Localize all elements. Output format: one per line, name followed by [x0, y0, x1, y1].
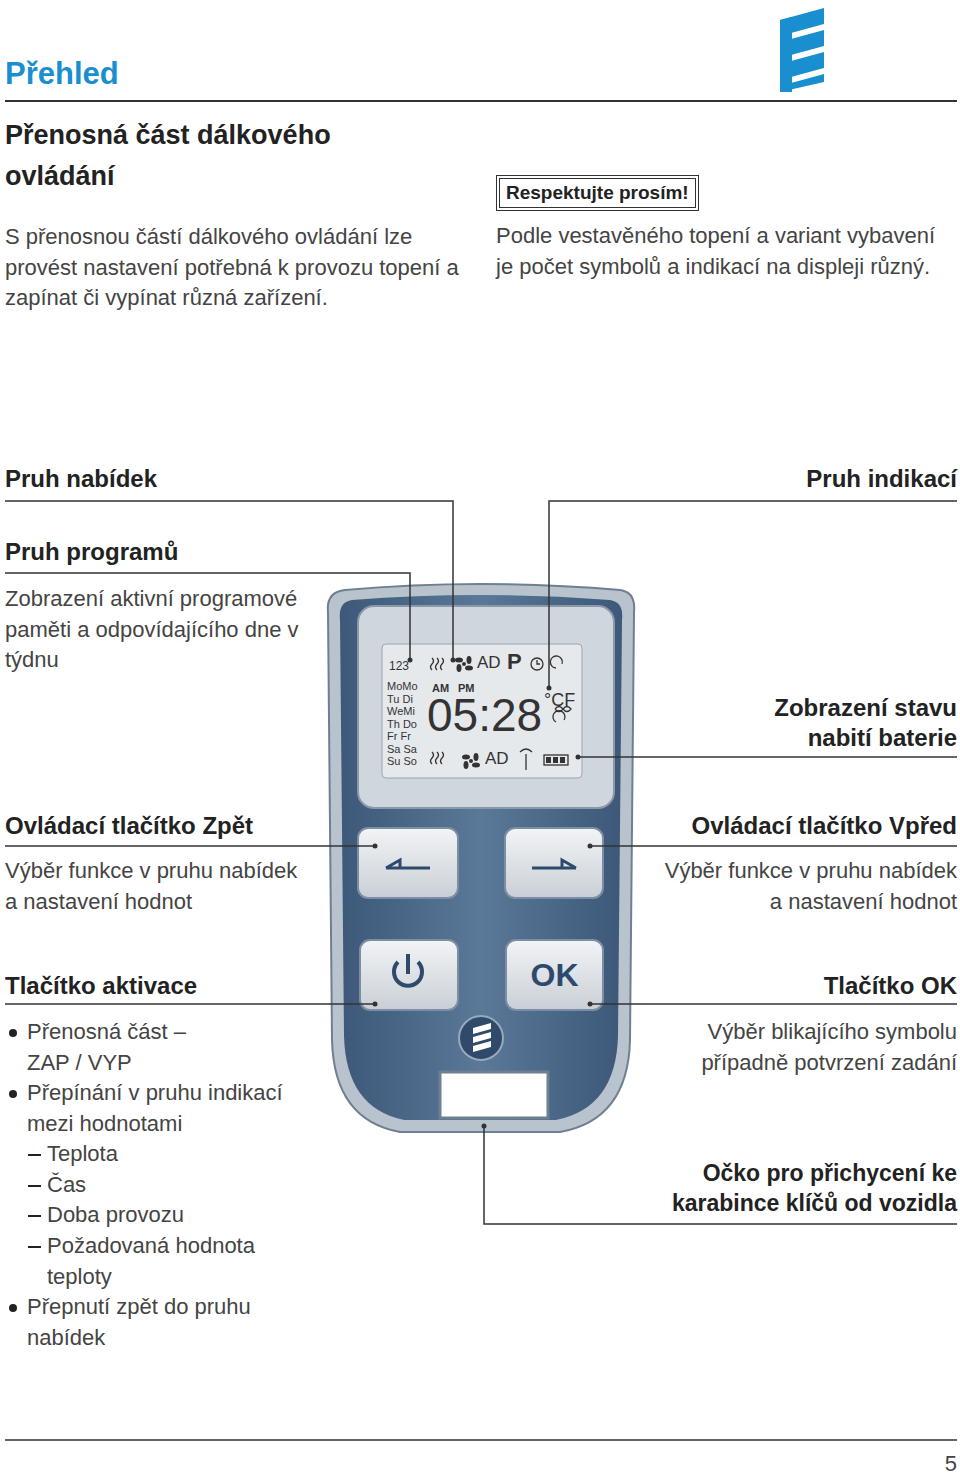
callout-title: Tlačítko aktivace — [5, 971, 335, 1001]
callout-title: Očko pro přichycení ke karabince klíčů o… — [592, 1158, 957, 1218]
list-item: Přenosná část – ZAP / VYP — [27, 1017, 227, 1078]
note-box: Respektujte prosím! Podle vestavěného top… — [496, 175, 946, 282]
page-number: 5 — [897, 1452, 957, 1476]
display-symbol: AD — [485, 749, 513, 768]
note-text: Podle vestavěného topení a variant vybav… — [496, 221, 936, 282]
callout-title: Ovládací tlačítko Vpřed — [627, 811, 957, 841]
display-program: 123 — [389, 659, 425, 673]
section-heading: Přenosná část dálkového ovládání — [5, 115, 385, 197]
list-subitem: Čas — [47, 1170, 297, 1201]
note-heading: Respektujte prosím! — [496, 175, 699, 211]
callout-title: Ovládací tlačítko Zpět — [5, 811, 335, 841]
display-unit: °CF — [544, 690, 578, 710]
display-day: Su So — [387, 755, 423, 768]
ok-button: OK — [506, 940, 603, 1010]
callout-title: Pruh indikací — [657, 464, 957, 494]
callout-title: Pruh nabídek — [5, 464, 305, 494]
list-item: Přepnutí zpět do pruhu nabídek — [27, 1292, 297, 1353]
callout-title: Zobrazení stavu nabití baterie — [737, 693, 957, 753]
display-day: Sa Sa — [387, 743, 423, 756]
callout-text: Výběr funkce v pruhu nabídek a nastavení… — [5, 856, 301, 917]
list-subitem: Doba provozu — [47, 1200, 297, 1231]
button-label: OK — [531, 957, 579, 994]
header-rule — [5, 100, 957, 102]
list-bullets — [9, 1029, 17, 1312]
list-subitem: Teplota — [47, 1139, 297, 1170]
display-symbol: AD — [477, 653, 505, 672]
callout-text: Výběr blikajícího symbolu případně potvr… — [657, 1017, 957, 1078]
list-item: Přepínání v pruhu indikací mezi hodnotam… — [27, 1078, 327, 1139]
callout-text: Zobrazení aktivní programové paměti a od… — [5, 584, 340, 676]
brand-logo — [780, 8, 824, 92]
display-day: MoMo — [387, 680, 423, 693]
callout-title: Pruh programů — [5, 537, 335, 567]
page-title: Přehled — [5, 56, 119, 92]
display-day: Th Do — [387, 718, 423, 731]
remote-body — [328, 584, 634, 1132]
display-day: Tu Di — [387, 693, 423, 706]
display-time: 05:28 — [427, 688, 549, 742]
display-day: Fr Fr — [387, 730, 423, 743]
intro-text: S přenosnou částí dálkového ovládání lze… — [5, 222, 475, 314]
list-subitem: Požadovaná hodnota teploty — [47, 1231, 297, 1292]
display-day: WeMi — [387, 705, 423, 718]
leader-lines — [5, 501, 957, 1224]
footer-rule — [5, 1439, 957, 1441]
callout-title: Tlačítko OK — [657, 971, 957, 1001]
callout-text: Výběr funkce v pruhu nabídek a nastavení… — [661, 856, 957, 917]
display-symbol: P — [507, 650, 527, 674]
leader-dots — [373, 658, 593, 1129]
list-dashes — [28, 1155, 41, 1247]
